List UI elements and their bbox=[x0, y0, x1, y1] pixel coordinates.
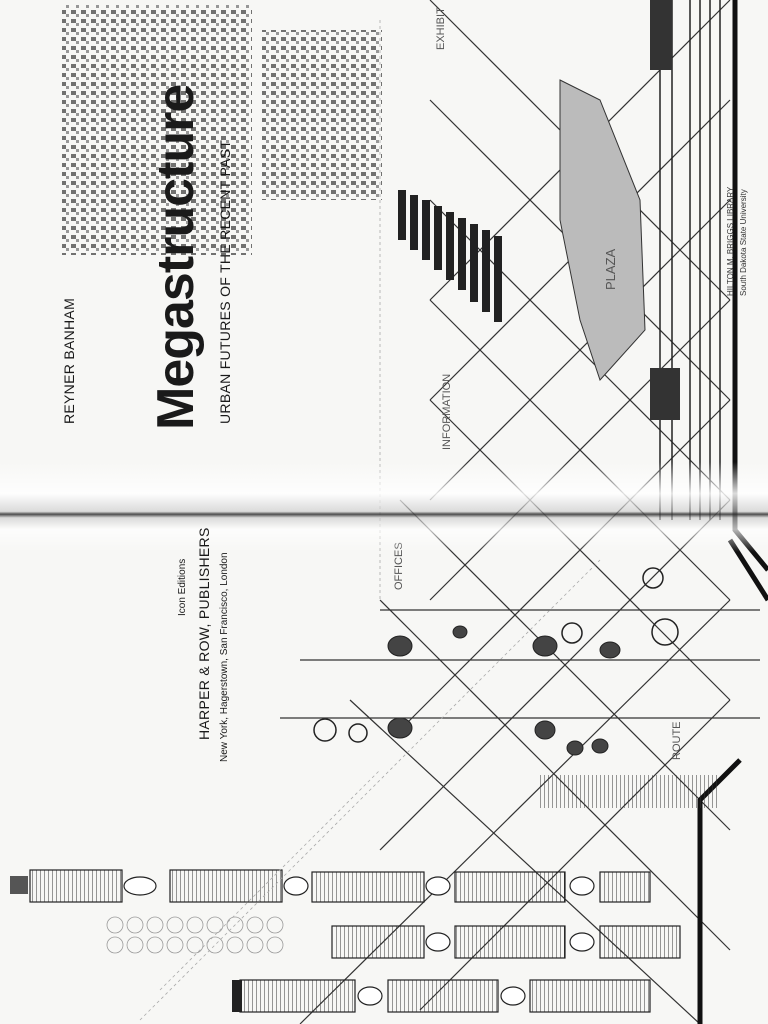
drawing-labels: EXHIBIT PLAZA INFORMATION OFFICES ROUTE bbox=[393, 7, 683, 760]
left-cap bbox=[232, 980, 242, 1012]
ring-nodes bbox=[313, 567, 679, 743]
faint-circle-grid bbox=[106, 916, 284, 954]
label-route: ROUTE bbox=[671, 722, 683, 761]
route-band bbox=[280, 609, 760, 719]
plaza-area bbox=[559, 79, 646, 381]
book-author: REYNER BANHAM bbox=[61, 297, 77, 424]
publisher-cities: New York, Hagerstown, San Francisco, Lon… bbox=[219, 552, 230, 762]
dotted-cluster-pattern bbox=[62, 5, 382, 255]
dark-block bbox=[650, 0, 672, 70]
lattice-columns bbox=[659, 0, 721, 520]
stacked-slabs bbox=[398, 190, 502, 322]
label-information: INFORMATION bbox=[441, 374, 453, 450]
series-name: Icon Editions bbox=[177, 558, 188, 616]
label-plaza: PLAZA bbox=[603, 248, 618, 290]
publisher-name: HARPER & ROW, PUBLISHERS bbox=[196, 527, 212, 740]
faint-guide-lines bbox=[139, 20, 601, 1021]
label-exhibit: EXHIBIT bbox=[435, 7, 447, 50]
cylinder-modules bbox=[29, 869, 681, 1013]
book-subtitle: URBAN FUTURES OF THE RECENT PAST bbox=[217, 139, 233, 424]
label-offices: OFFICES bbox=[393, 542, 405, 590]
book-title: Megastructure bbox=[147, 84, 205, 430]
left-cap bbox=[10, 876, 28, 894]
hatched-block bbox=[540, 775, 720, 808]
library-stamp-line1: HILTON M. BRIGGS LIBRARY bbox=[726, 186, 735, 296]
circular-nodes bbox=[387, 625, 621, 756]
book-spine-shadow bbox=[0, 462, 768, 552]
cylinder-joints bbox=[123, 876, 595, 1006]
library-stamp-line2: South Dakota State University bbox=[739, 189, 748, 296]
dark-block bbox=[650, 368, 680, 420]
